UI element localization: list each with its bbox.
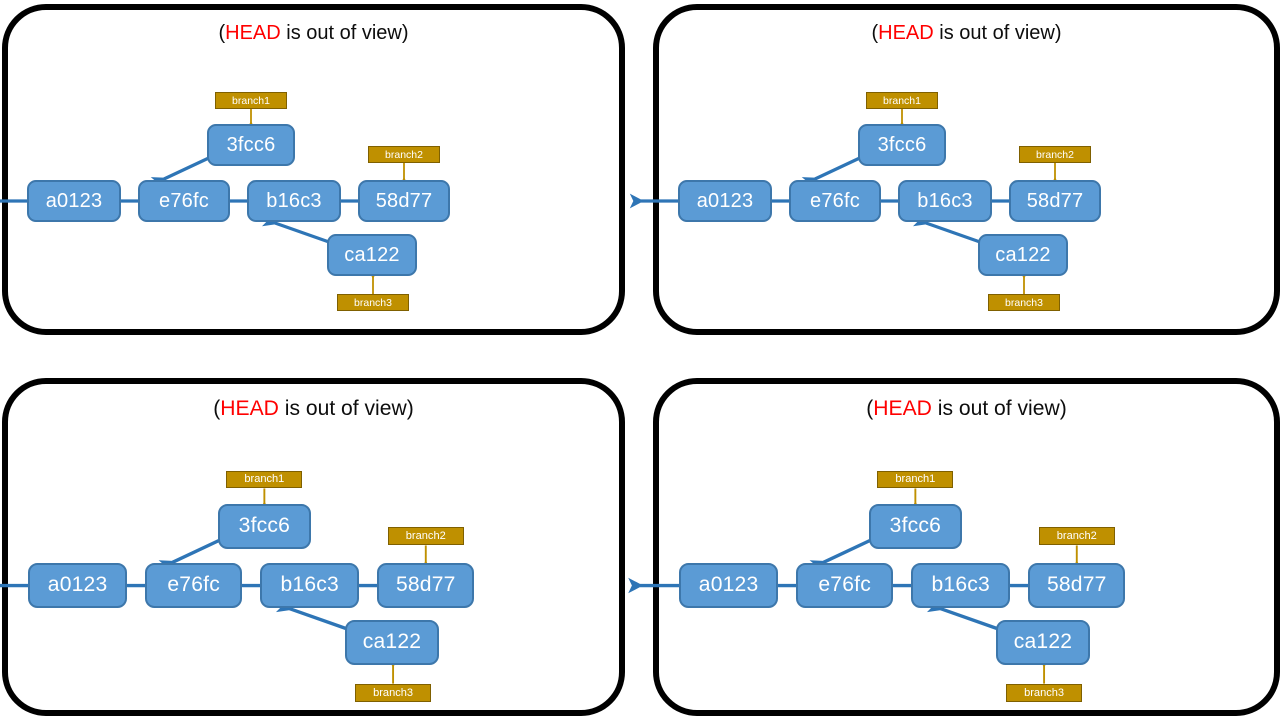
title-open-paren: ( [213, 396, 221, 420]
branch-label-branch1[interactable]: branch1 [215, 92, 287, 109]
commit-node-3fcc6[interactable]: 3fcc6 [858, 124, 946, 166]
commit-node-a0123[interactable]: a0123 [678, 180, 772, 222]
commit-node-ca122[interactable]: ca122 [995, 620, 1091, 665]
commit-node-ca122[interactable]: ca122 [978, 234, 1068, 276]
commit-node-58d77[interactable]: 58d77 [358, 180, 450, 222]
panel-top-right: (HEAD is out of view) a0123 e76fc b16c3 58d… [629, 4, 1280, 335]
panel-title: (HEAD is out of view) [8, 22, 619, 45]
edge-3fcc6-to-e76fc [158, 536, 225, 575]
title-head-keyword: HEAD [873, 396, 932, 420]
title-open-paren: ( [871, 22, 879, 44]
commit-graph: a0123 e76fc b16c3 58d77 3fcc6 ca122 branch1 bra… [0, 10, 619, 329]
commit-node-3fcc6[interactable]: 3fcc6 [207, 124, 295, 166]
commit-node-e76fc[interactable]: e76fc [145, 563, 243, 608]
title-rest: is out of view) [280, 22, 409, 44]
commit-node-ca122[interactable]: ca122 [344, 620, 440, 665]
graph-edges [0, 109, 409, 294]
edge-ca122-to-b16c3 [912, 212, 981, 244]
commit-node-58d77[interactable]: 58d77 [377, 563, 475, 608]
panel-title: (HEAD is out of view) [8, 397, 619, 421]
commit-node-a0123[interactable]: a0123 [27, 180, 121, 222]
commit-node-58d77[interactable]: 58d77 [1028, 563, 1126, 608]
title-rest: is out of view) [933, 22, 1062, 44]
title-open-paren: ( [218, 22, 226, 44]
edge-ca122-to-b16c3 [275, 597, 348, 631]
graph-edges [628, 488, 1082, 684]
commit-node-3fcc6[interactable]: 3fcc6 [217, 504, 311, 549]
branch-label-branch3[interactable]: branch3 [355, 683, 432, 702]
title-rest: is out of view) [931, 396, 1067, 420]
branch-label-branch3[interactable]: branch3 [988, 294, 1060, 311]
commit-node-e76fc[interactable]: e76fc [789, 180, 881, 222]
branch-label-branch2[interactable]: branch2 [1038, 527, 1115, 546]
branch-label-branch3[interactable]: branch3 [1006, 683, 1083, 702]
panel-title: (HEAD is out of view) [659, 22, 1274, 45]
commit-node-b16c3[interactable]: b16c3 [898, 180, 992, 222]
graph-edges [629, 109, 1060, 294]
title-head-keyword: HEAD [225, 22, 281, 44]
edge-3fcc6-to-e76fc [150, 154, 214, 191]
commit-node-58d77[interactable]: 58d77 [1009, 180, 1101, 222]
branch-label-branch2[interactable]: branch2 [368, 146, 440, 163]
panel-bottom-left: (HEAD is out of view) a0123 e76fc b16c3 58d… [0, 378, 625, 716]
edge-3fcc6-to-e76fc [801, 154, 865, 191]
commit-node-3fcc6[interactable]: 3fcc6 [868, 504, 962, 549]
commit-node-ca122[interactable]: ca122 [327, 234, 417, 276]
commit-graph: a0123 e76fc b16c3 58d77 3fcc6 ca122 branch1 bra… [0, 384, 619, 710]
edge-3fcc6-to-e76fc [809, 536, 876, 575]
panel-title: (HEAD is out of view) [659, 397, 1274, 421]
commit-graph: a0123 e76fc b16c3 58d77 3fcc6 ca122 branch1 bra… [629, 10, 1274, 329]
branch-label-branch1[interactable]: branch1 [226, 470, 303, 489]
title-head-keyword: HEAD [220, 396, 279, 420]
branch-label-branch2[interactable]: branch2 [387, 527, 464, 546]
commit-node-b16c3[interactable]: b16c3 [247, 180, 341, 222]
commit-graph: a0123 e76fc b16c3 58d77 3fcc6 ca122 branch1 bra… [628, 384, 1274, 710]
commit-node-e76fc[interactable]: e76fc [138, 180, 230, 222]
commit-node-b16c3[interactable]: b16c3 [260, 563, 360, 608]
commit-node-a0123[interactable]: a0123 [28, 563, 128, 608]
title-rest: is out of view) [278, 396, 414, 420]
commit-node-e76fc[interactable]: e76fc [796, 563, 894, 608]
title-head-keyword: HEAD [878, 22, 934, 44]
commit-node-a0123[interactable]: a0123 [679, 563, 779, 608]
panel-bottom-right: (HEAD is out of view) a0123 e76fc b16c3 58d… [628, 378, 1280, 716]
edge-ca122-to-b16c3 [261, 212, 330, 244]
commit-node-b16c3[interactable]: b16c3 [911, 563, 1011, 608]
edge-ca122-to-b16c3 [926, 597, 999, 631]
panel-top-left: (HEAD is out of view) a0123 e76fc b16c3 58d… [0, 4, 625, 335]
branch-label-branch1[interactable]: branch1 [866, 92, 938, 109]
title-open-paren: ( [866, 396, 874, 420]
branch-label-branch3[interactable]: branch3 [337, 294, 409, 311]
graph-edges [0, 488, 431, 684]
branch-label-branch1[interactable]: branch1 [877, 470, 954, 489]
branch-label-branch2[interactable]: branch2 [1019, 146, 1091, 163]
